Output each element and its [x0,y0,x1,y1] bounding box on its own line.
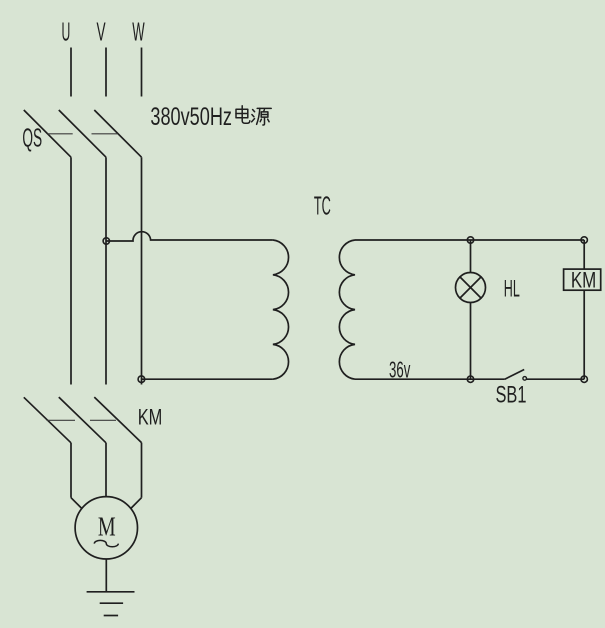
qs-disconnect-switch [23,109,143,158]
km-coil-label: KM [571,267,596,292]
primary-top-wire [106,230,273,242]
primary-winding [272,239,290,381]
km-contactor-label: KM [138,404,163,429]
qs-blade-2 [58,109,107,158]
phase-label-v: V [97,16,106,46]
motor-lead-left-diag [70,497,83,510]
motor-letter: M [98,512,116,542]
km-blade-2 [58,396,107,444]
qs-blade-1 [23,109,72,158]
sb1-contact-dot [522,375,528,381]
km-blade-3 [93,396,143,444]
coil-box [562,268,602,292]
ground-symbol [86,559,135,617]
lamp-cross-2 [459,276,482,299]
sb1-pushbutton [504,368,528,381]
secondary-winding [338,239,356,381]
cjk-yuan [250,107,272,126]
node-coil-bottom [580,375,589,384]
tc-label: TC [314,190,331,220]
connection-nodes [102,236,589,384]
motor-ac-wave [93,539,120,548]
node-lamp-top [466,236,475,245]
motor-leads [70,442,143,510]
node-coil-top [580,236,589,245]
sb1-blade [504,368,525,380]
supply-leads [70,47,143,97]
node-primary-top [102,237,111,246]
secondary-voltage-label: 36v [389,356,411,382]
supply-label-cjk [235,105,272,126]
cjk-dian [235,105,251,124]
qs-blade-3 [93,109,143,158]
hl-lamp-branch [454,240,487,380]
hl-label: HL [504,275,520,302]
node-primary-bottom [137,375,146,384]
km-coil-branch [562,240,602,380]
tc-transformer [106,230,356,381]
phase-label-u: U [62,16,71,46]
km-contactor-poles [23,396,143,444]
motor-lead-right-diag [130,497,143,509]
qs-label: QS [22,122,42,152]
secondary-circuit [355,239,585,381]
phase-label-w: W [132,16,145,46]
node-lamp-bottom [466,375,475,384]
sb1-label: SB1 [496,381,527,408]
supply-voltage-label: 380v50Hz [150,103,232,131]
phase-conductors [70,157,143,385]
